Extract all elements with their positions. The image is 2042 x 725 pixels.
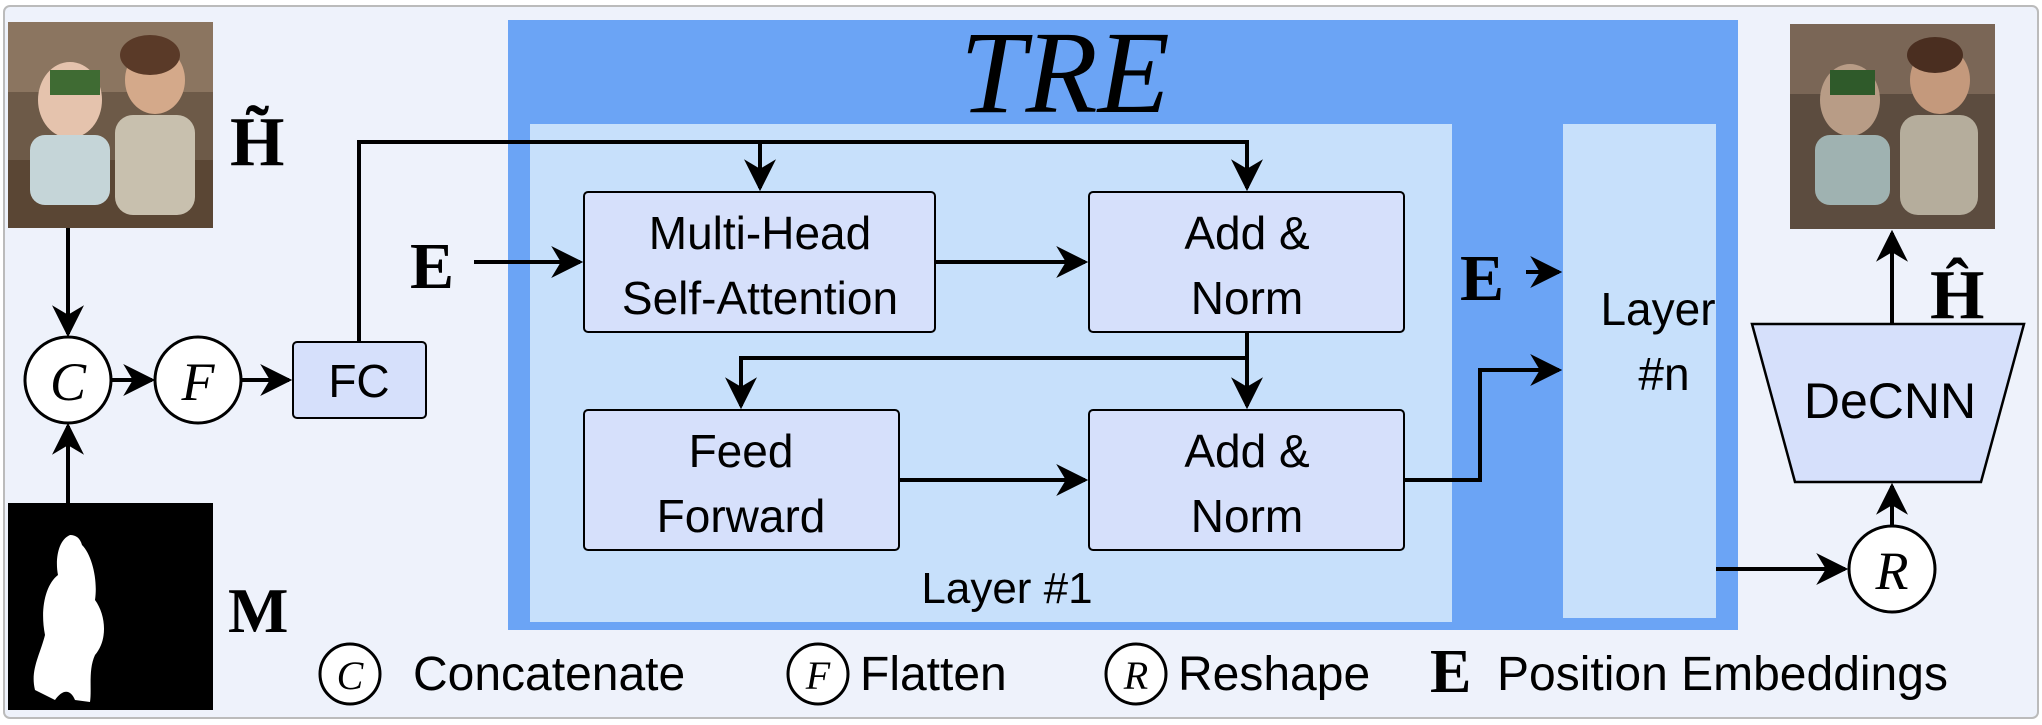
legend-reshape: R Reshape bbox=[1104, 642, 1370, 706]
feed-forward-line1: Feed bbox=[689, 425, 794, 477]
e-label-1: E bbox=[410, 230, 454, 303]
legend-flatten: F Flatten bbox=[786, 642, 1007, 706]
layer-n-panel bbox=[1563, 124, 1716, 618]
reshape-operator: R bbox=[1847, 524, 1937, 614]
add-norm-block-1: Add & Norm bbox=[1088, 191, 1405, 333]
svg-text:C: C bbox=[337, 653, 365, 698]
h-hat-label: Ĥ bbox=[1930, 257, 1984, 334]
connection-arrows bbox=[52, 140, 1908, 585]
tre-title: TRE bbox=[960, 7, 1170, 138]
m-label: M bbox=[228, 575, 288, 646]
svg-text:DeCNN: DeCNN bbox=[1804, 373, 1976, 429]
e-label-2: E bbox=[1460, 242, 1504, 315]
svg-text:C: C bbox=[50, 352, 87, 412]
add-norm-2-line1: Add & bbox=[1184, 425, 1309, 477]
mhsa-label-line1: Multi-Head bbox=[649, 207, 871, 259]
legend-concatenate-label: Concatenate bbox=[413, 648, 685, 701]
add-norm-2-line2: Norm bbox=[1191, 490, 1303, 542]
mhsa-label-line2: Self-Attention bbox=[622, 272, 898, 324]
feed-forward-line2: Forward bbox=[657, 490, 826, 542]
h-tilde-label: H̃ bbox=[230, 104, 284, 181]
layer-n-label-line2: #n bbox=[1638, 348, 1689, 400]
layer-n-label-line1: Layer bbox=[1600, 283, 1715, 335]
legend-reshape-label: Reshape bbox=[1178, 648, 1370, 701]
legend: C Concatenate F Flatten R Reshape E Posi… bbox=[318, 638, 1948, 706]
fc-block: FC bbox=[292, 341, 427, 419]
multi-head-self-attention-block: Multi-Head Self-Attention bbox=[583, 191, 936, 333]
svg-text:R: R bbox=[1875, 541, 1909, 601]
input-frame-image bbox=[8, 22, 213, 228]
decnn-block: DeCNN bbox=[1750, 322, 2026, 484]
flatten-operator: F bbox=[153, 335, 243, 425]
output-frame-image bbox=[1790, 24, 1995, 229]
legend-concatenate: C Concatenate bbox=[318, 642, 685, 706]
svg-text:F: F bbox=[805, 653, 831, 698]
legend-flatten-label: Flatten bbox=[860, 648, 1007, 701]
add-norm-1-line2: Norm bbox=[1191, 272, 1303, 324]
feed-forward-block: Feed Forward bbox=[583, 409, 900, 551]
legend-position-embeddings-label: Position Embeddings bbox=[1497, 648, 1948, 701]
svg-text:F: F bbox=[181, 352, 216, 412]
svg-text:FC: FC bbox=[328, 355, 389, 407]
concatenate-operator: C bbox=[23, 335, 113, 425]
svg-text:R: R bbox=[1123, 653, 1148, 698]
add-norm-block-2: Add & Norm bbox=[1088, 409, 1405, 551]
svg-text:E: E bbox=[1430, 638, 1471, 706]
mask-image bbox=[8, 503, 213, 710]
legend-position-embeddings: E Position Embeddings bbox=[1430, 638, 1948, 706]
layer-1-label: Layer #1 bbox=[921, 564, 1092, 613]
add-norm-1-line1: Add & bbox=[1184, 207, 1309, 259]
